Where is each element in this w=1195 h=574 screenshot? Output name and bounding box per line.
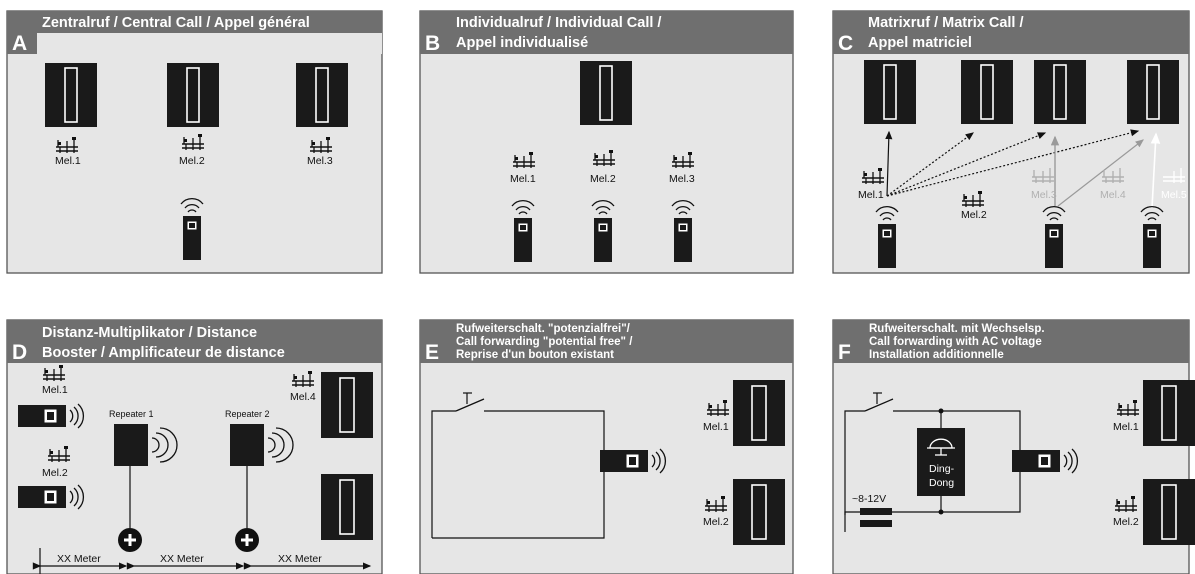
panel-c: C Matrixruf / Matrix Call / Appel matric… xyxy=(832,10,1190,274)
panel-title: Matrixruf / Matrix Call / xyxy=(868,15,1024,31)
call-label: Mel.1 xyxy=(42,384,68,396)
panel-letter: F xyxy=(838,341,851,364)
push-button-circuit xyxy=(431,392,605,539)
receiver-1 xyxy=(320,371,374,439)
receiver-1 xyxy=(732,379,786,447)
panel-letter: B xyxy=(425,32,440,55)
distance-label: XX Meter xyxy=(160,553,204,565)
call-label: Mel.2 xyxy=(961,209,987,221)
repeater-label: Repeater 1 xyxy=(109,409,154,419)
receiver-1 xyxy=(1142,379,1195,447)
panel-title: Individualruf / Individual Call / xyxy=(456,15,661,31)
panel-title: Appel matriciel xyxy=(868,35,972,51)
power-plus-icon xyxy=(233,526,261,554)
call-label: Mel.2 xyxy=(703,516,729,528)
bell-label: Ding- xyxy=(929,463,955,475)
panel-b: B Individualruf / Individual Call / Appe… xyxy=(419,10,794,274)
receiver-2 xyxy=(732,478,786,546)
repeater-2 xyxy=(230,424,264,466)
call-label: Mel.4 xyxy=(1100,189,1126,201)
power-plus-icon xyxy=(116,526,144,554)
call-label: Mel.2 xyxy=(1113,516,1139,528)
panel-title: Rufweiterschalt. "potenzialfrei"/ xyxy=(456,323,631,335)
distance-label: XX Meter xyxy=(57,553,101,565)
voltage-label: ~8-12V xyxy=(852,493,886,505)
panel-title: Reprise d'un bouton existant xyxy=(456,349,614,361)
panel-title: Call forwarding "potential free" / xyxy=(456,336,633,348)
panel-title: Appel individualisé xyxy=(456,35,588,51)
call-label: Mel.2 xyxy=(590,173,616,185)
receiver-3 xyxy=(1033,59,1087,125)
call-label: Mel.1 xyxy=(703,421,729,433)
receiver-2 xyxy=(960,59,1014,125)
panel-title: Distanz-Multiplikator / Distance xyxy=(42,325,257,341)
bell-icon xyxy=(927,438,955,456)
call-label: Mel.1 xyxy=(1113,421,1139,433)
panel-title: Installation additionnelle xyxy=(869,349,1004,361)
panel-title: Zentralruf / Central Call / Appel généra… xyxy=(42,15,310,31)
receiver-1 xyxy=(863,59,917,125)
call-label: Mel.4 xyxy=(290,391,316,403)
receiver-2 xyxy=(166,62,220,128)
call-label: Mel.3 xyxy=(307,155,333,167)
ac-circuit xyxy=(844,392,1021,532)
panel-e: E Rufweiterschalt. "potenzialfrei"/ Call… xyxy=(419,319,794,574)
panel-title: Call forwarding with AC voltage xyxy=(869,336,1042,348)
panel-letter: D xyxy=(12,341,27,364)
panel-f: F Rufweiterschalt. mit Wechselsp. Call f… xyxy=(832,319,1195,574)
panel-title: Booster / Amplificateur de distance xyxy=(42,345,285,361)
call-label: Mel.1 xyxy=(858,189,884,201)
panel-title: Rufweiterschalt. mit Wechselsp. xyxy=(869,323,1045,335)
panel-d: D Distanz-Multiplikator / Distance Boost… xyxy=(6,319,383,574)
call-label: Mel.3 xyxy=(669,173,695,185)
call-label: Mel.1 xyxy=(55,155,81,167)
transformer xyxy=(860,520,892,527)
receiver-4 xyxy=(1126,59,1180,125)
bell-label: Dong xyxy=(929,477,954,489)
panel-letter: A xyxy=(12,32,27,55)
receiver xyxy=(579,60,633,126)
receiver-2 xyxy=(1142,478,1195,546)
call-label: Mel.2 xyxy=(42,467,68,479)
call-arrows xyxy=(885,129,1161,209)
call-label: Mel.5 xyxy=(1161,189,1187,201)
repeater-1 xyxy=(114,424,148,466)
repeater-label: Repeater 2 xyxy=(225,409,270,419)
call-label: Mel.2 xyxy=(179,155,205,167)
panel-letter: C xyxy=(838,32,853,55)
receiver-3 xyxy=(295,62,349,128)
panel-a: A Zentralruf / Central Call / Appel géné… xyxy=(6,10,383,274)
distance-label: XX Meter xyxy=(278,553,322,565)
receiver-2 xyxy=(320,473,374,541)
transformer xyxy=(860,508,892,515)
panel-letter: E xyxy=(425,341,439,364)
call-label: Mel.1 xyxy=(510,173,536,185)
call-label: Mel.3 xyxy=(1031,189,1057,201)
receiver-1 xyxy=(44,62,98,128)
